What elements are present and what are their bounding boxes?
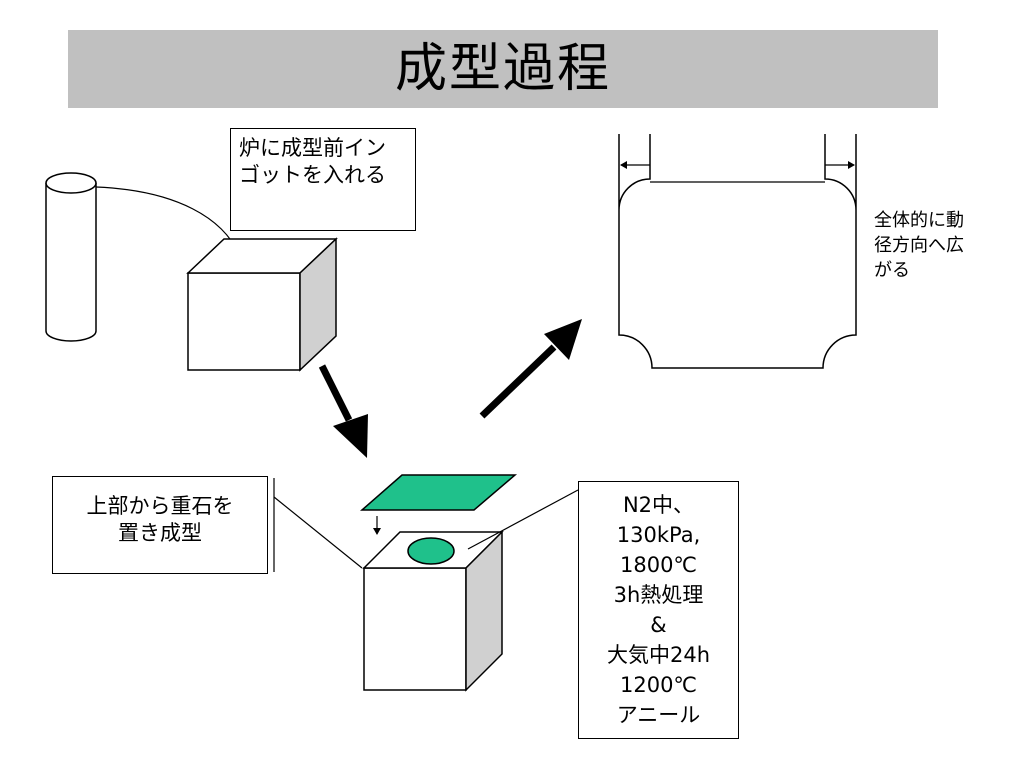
big-arrow-down — [318, 364, 368, 458]
press-label-box: 上部から重石を 置き成型 — [52, 476, 268, 574]
sample-disk — [407, 537, 455, 565]
furnace-cube — [186, 237, 338, 372]
treatment-line-4: 3h熱処理 — [613, 583, 704, 607]
expansion-note-line-3: がる — [874, 260, 910, 281]
treatment-line-7: 1200℃ — [619, 673, 698, 697]
press-label-line-2: 置き成型 — [118, 521, 202, 545]
treatment-line-1: N2中、 — [622, 493, 695, 517]
treatment-line-2: 130kPa, — [616, 523, 701, 547]
big-arrow-up-right — [479, 319, 582, 419]
furnace-label-box: 炉に成型前イン ゴットを入れる — [230, 128, 416, 231]
expansion-note: 全体的に動 径方向へ広 がる — [874, 208, 1014, 283]
treatment-line-5: & — [650, 613, 667, 637]
furnace-label-line-1: 炉に成型前イン — [239, 136, 386, 160]
furnace-label-line-2: ゴットを入れる — [239, 163, 386, 187]
treatment-line-8: アニール — [616, 703, 701, 727]
press-cube — [362, 530, 504, 692]
callout-line-press — [273, 496, 363, 569]
treatment-line-6: 大気中24h — [606, 643, 711, 667]
callout-line-treatment — [467, 489, 579, 550]
page-title: 成型過程 — [394, 39, 611, 99]
treatment-label-box: N2中、 130kPa, 1800℃ 3h熱処理 & 大気中24h 1200℃ … — [578, 481, 739, 739]
expansion-note-line-2: 径方向へ広 — [874, 235, 964, 256]
expansion-note-line-1: 全体的に動 — [874, 210, 964, 231]
treatment-line-3: 1800℃ — [619, 553, 698, 577]
weight-plate — [360, 474, 518, 511]
title-bar: 成型過程 — [68, 30, 938, 108]
ingot-cylinder — [45, 172, 97, 342]
expanded-shape — [618, 134, 857, 369]
press-label-line-1: 上部から重石を — [86, 494, 234, 518]
